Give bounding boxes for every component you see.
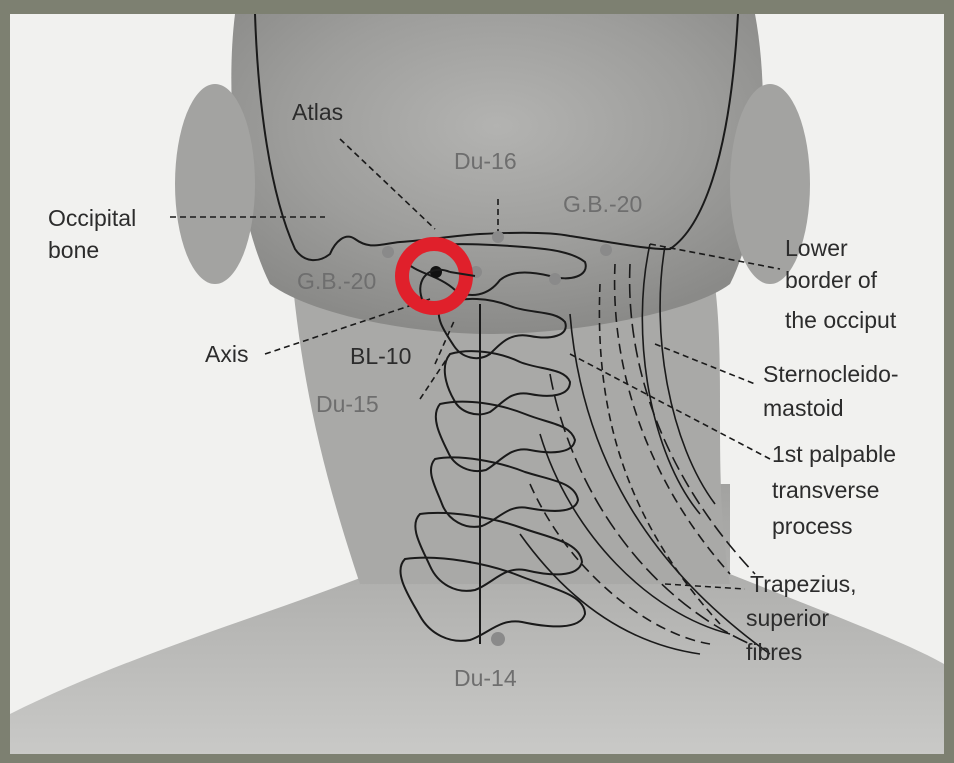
label-du14: Du-14 (454, 665, 517, 691)
label-transverse-1: 1st palpable (772, 441, 896, 467)
left-ear (175, 84, 255, 284)
label-gb20-right: G.B.-20 (563, 191, 642, 217)
label-du16: Du-16 (454, 148, 517, 174)
label-trapezius-3: fibres (746, 639, 802, 665)
lower-occiput-point (549, 273, 561, 285)
label-gb20-left: G.B.-20 (297, 268, 376, 294)
neck-diagram: Occipital bone Atlas Axis BL-10 Lower bo… (10, 14, 944, 754)
label-lower-border-3: the occiput (785, 307, 897, 333)
du16-point (492, 231, 504, 243)
label-transverse-2: transverse (772, 477, 879, 503)
label-bone: bone (48, 237, 99, 263)
label-trapezius-1: Trapezius, (750, 571, 857, 597)
label-sternocleido-1: Sternocleido- (763, 361, 899, 387)
label-bl10: BL-10 (350, 343, 411, 369)
gb20-left-point (382, 246, 394, 258)
label-atlas: Atlas (292, 99, 343, 125)
gb20-right-point (600, 244, 612, 256)
label-lower-border-2: border of (785, 267, 878, 293)
label-axis: Axis (205, 341, 248, 367)
label-du15: Du-15 (316, 391, 379, 417)
label-lower-border-1: Lower (785, 235, 848, 261)
anatomy-figure: Occipital bone Atlas Axis BL-10 Lower bo… (10, 14, 944, 754)
du14-point (491, 632, 505, 646)
label-occipital: Occipital (48, 205, 136, 231)
label-trapezius-2: superior (746, 605, 829, 631)
label-transverse-3: process (772, 513, 853, 539)
label-sternocleido-2: mastoid (763, 395, 844, 421)
